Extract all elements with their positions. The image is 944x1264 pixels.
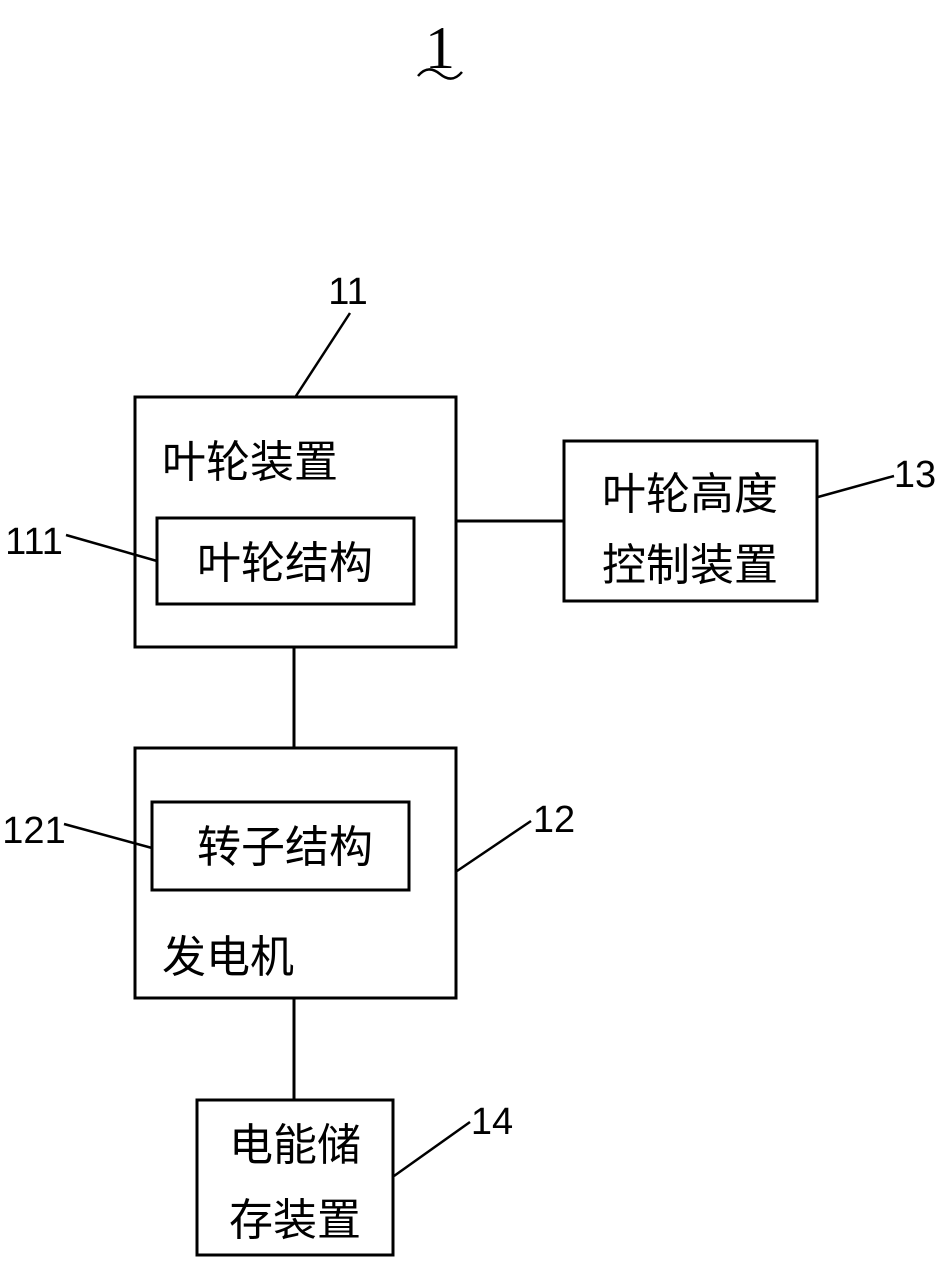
generator-label: 发电机 (162, 932, 294, 983)
impeller-device-label: 叶轮装置 (162, 437, 338, 488)
ref-11: 11 (328, 271, 367, 313)
ref-111: 111 (5, 521, 63, 563)
height-control-label-line1: 叶轮高度 (602, 469, 778, 520)
impeller-structure-box (155, 516, 416, 606)
ref-14: 14 (471, 1101, 513, 1143)
figure-tilde (417, 68, 463, 80)
figure-number: 1 (425, 15, 455, 81)
rotor-structure-box (150, 800, 411, 892)
leader-121 (63, 822, 153, 850)
leader-12 (456, 819, 532, 873)
energy-storage-label-line2: 存装置 (229, 1195, 361, 1246)
ref-121: 121 (2, 810, 65, 852)
leader-14 (393, 1120, 471, 1178)
rotor-structure-label: 转子结构 (197, 822, 373, 873)
ref-13: 13 (894, 454, 936, 496)
height-control-label-line2: 控制装置 (602, 540, 778, 591)
leader-111 (65, 533, 158, 563)
impeller-structure-label: 叶轮结构 (197, 538, 373, 589)
energy-storage-label-line1: 电能储 (229, 1120, 361, 1171)
height-control-box (562, 439, 819, 603)
ref-12: 12 (533, 799, 575, 841)
leader-13 (817, 474, 895, 499)
leader-11 (294, 312, 352, 397)
energy-storage-box (195, 1098, 395, 1257)
